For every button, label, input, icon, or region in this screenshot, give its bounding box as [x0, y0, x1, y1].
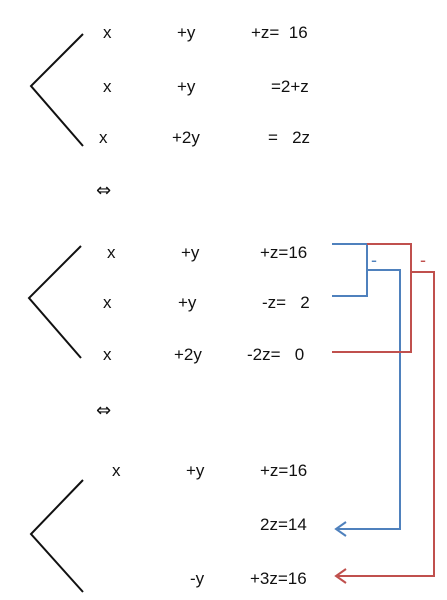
system-3-brace: [29, 479, 84, 593]
s1-row3-rhs: = 2z: [268, 128, 310, 147]
s1-row1-x: x: [103, 23, 112, 42]
red-bracket-line: [332, 243, 412, 353]
s2-row3-x: x: [103, 345, 112, 364]
s3-row2-rhs: 2z=14: [260, 515, 307, 534]
blue-arrow-head: [334, 521, 347, 537]
s1-row1-rhs: +z= 16: [251, 23, 308, 42]
s2-row1-rhs: +z=16: [260, 243, 307, 262]
s1-row3-x: x: [99, 128, 108, 147]
s2-row3-y: +2y: [174, 345, 202, 364]
blue-operation: -: [332, 243, 401, 537]
s2-row3-rhs: -2z= 0: [247, 345, 304, 364]
system-1-brace: [29, 33, 84, 147]
s3-row1-x: x: [112, 461, 121, 480]
s2-row1-y: +y: [181, 243, 200, 262]
equivalence-symbol-1: ⇔: [96, 180, 111, 201]
system-3: x +y +z=16 2z=14 -y +3z=16: [29, 461, 307, 593]
system-2-brace: [27, 245, 82, 359]
s2-row2-x: x: [103, 293, 112, 312]
s2-row2-rhs: -z= 2: [262, 293, 310, 312]
blue-operation-label: -: [371, 250, 377, 270]
s1-row2-rhs: =2+z: [271, 77, 309, 96]
equivalence-symbol-2: ⇔: [96, 400, 111, 421]
system-2: x +y +z=16 x +y -z= 2 x +2y -2z= 0: [27, 243, 310, 364]
s3-row3-y: -y: [190, 569, 205, 588]
red-arrow-line: [338, 271, 435, 577]
blue-arrow-line: [338, 269, 401, 530]
s2-row2-y: +y: [178, 293, 197, 312]
s3-row3-rhs: +3z=16: [250, 569, 307, 588]
system-1: x +y +z= 16 x +y =2+z x +2y = 2z: [29, 23, 310, 147]
s1-row2-y: +y: [177, 77, 196, 96]
s3-row1-rhs: +z=16: [260, 461, 307, 480]
red-operation-label: -: [420, 250, 426, 270]
s3-row1-y: +y: [186, 461, 205, 480]
blue-bracket-line: [332, 243, 368, 297]
red-operation: -: [332, 243, 435, 584]
red-arrow-head: [334, 568, 347, 584]
s1-row1-y: +y: [177, 23, 196, 42]
s1-row2-x: x: [103, 77, 112, 96]
s2-row1-x: x: [107, 243, 116, 262]
s1-row3-y: +2y: [172, 128, 200, 147]
